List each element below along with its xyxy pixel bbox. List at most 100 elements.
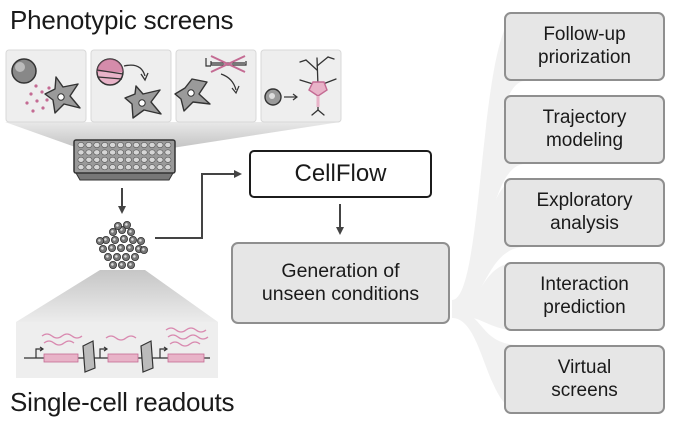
output-line2: analysis	[550, 212, 619, 234]
output-line1: Follow-up	[543, 24, 626, 46]
drug-cell-icon	[96, 58, 162, 119]
well	[156, 149, 164, 156]
cell-nucleus	[129, 263, 132, 266]
well	[85, 149, 93, 156]
cellflow-label: CellFlow	[294, 159, 387, 187]
well	[164, 149, 172, 156]
cell-nucleus	[98, 239, 101, 242]
well	[156, 156, 164, 163]
cell-nucleus	[124, 255, 127, 258]
cell-nucleus	[122, 237, 125, 240]
well	[117, 164, 124, 171]
output-box-followup: Follow-up priorization	[504, 12, 665, 81]
cell-nucleus	[111, 263, 114, 266]
output-line1: Exploratory	[536, 190, 633, 212]
cell-nucleus	[129, 230, 132, 233]
cell-nucleus	[104, 238, 107, 241]
single-cell-readouts-title: Single-cell readouts	[10, 387, 235, 417]
cell-nucleus	[110, 246, 113, 249]
well	[101, 149, 109, 156]
output-line1: Trajectory	[542, 107, 627, 129]
output-line1: Virtual	[557, 357, 612, 379]
well	[85, 164, 93, 171]
cell-nucleus	[139, 239, 142, 242]
well	[109, 142, 116, 148]
well	[85, 156, 93, 163]
phenotypic-screens-title: Phenotypic screens	[10, 5, 234, 35]
well	[101, 142, 109, 148]
mrna-waves	[41, 327, 209, 347]
neuron-differentiation-icon	[264, 56, 337, 116]
well	[124, 156, 132, 163]
output-box-exploratory: Exploratory analysis	[504, 178, 665, 247]
output-line2: prediction	[543, 296, 626, 318]
generation-line2: unseen conditions	[261, 283, 420, 305]
transcript-genes	[43, 353, 205, 363]
well	[101, 156, 109, 163]
output-box-interaction: Interaction prediction	[504, 262, 665, 331]
well	[164, 164, 172, 171]
cell-nucleus	[106, 255, 109, 258]
output-line2: priorization	[538, 46, 631, 68]
cell-nucleus	[119, 246, 122, 249]
well	[148, 142, 156, 148]
well	[132, 149, 140, 156]
well	[140, 164, 148, 171]
cell-nucleus	[128, 246, 131, 249]
well	[93, 164, 101, 171]
well	[117, 156, 124, 163]
well	[140, 142, 148, 148]
well	[148, 149, 156, 156]
well	[164, 142, 172, 148]
well	[77, 149, 85, 156]
well	[93, 142, 101, 148]
well	[140, 156, 148, 163]
compound-cell-icon	[11, 58, 81, 114]
well	[77, 156, 85, 163]
output-line2: modeling	[545, 129, 624, 151]
well	[124, 142, 132, 148]
cell-nucleus	[131, 238, 134, 241]
well	[148, 164, 156, 171]
well	[124, 164, 132, 171]
cell-nucleus	[137, 247, 140, 250]
cell-nucleus	[113, 238, 116, 241]
well	[109, 164, 116, 171]
generation-box: Generation of unseen conditions	[231, 242, 450, 324]
well	[156, 164, 164, 171]
cell-nucleus	[115, 255, 118, 258]
arrow-cells-to-cellflow	[155, 170, 242, 239]
cell-nucleus	[142, 248, 145, 251]
generation-line1: Generation of	[281, 260, 400, 282]
cell-nucleus	[133, 255, 136, 258]
output-line1: Interaction	[540, 274, 629, 296]
well	[140, 149, 148, 156]
well	[148, 156, 156, 163]
well	[132, 156, 140, 163]
well	[117, 149, 124, 156]
cell-nucleus	[120, 263, 123, 266]
well	[77, 142, 85, 148]
well	[156, 142, 164, 148]
gene-knockout-icon	[174, 55, 247, 112]
readouts-panel	[16, 322, 218, 378]
cell-nucleus	[125, 223, 128, 226]
cell-nucleus	[101, 247, 104, 250]
well	[85, 142, 93, 148]
cell-nucleus	[116, 224, 119, 227]
well	[93, 156, 101, 163]
output-box-trajectory: Trajectory modeling	[504, 95, 665, 164]
well	[124, 149, 132, 156]
well	[132, 164, 140, 171]
well	[109, 156, 116, 163]
readouts-funnel	[16, 270, 218, 322]
well	[77, 164, 85, 171]
well	[101, 164, 109, 171]
well	[109, 149, 116, 156]
well	[117, 142, 124, 148]
well	[164, 156, 172, 163]
well	[93, 149, 101, 156]
cell-nucleus	[111, 230, 114, 233]
output-line2: screens	[551, 379, 618, 401]
output-box-virtual: Virtual screens	[504, 345, 665, 414]
